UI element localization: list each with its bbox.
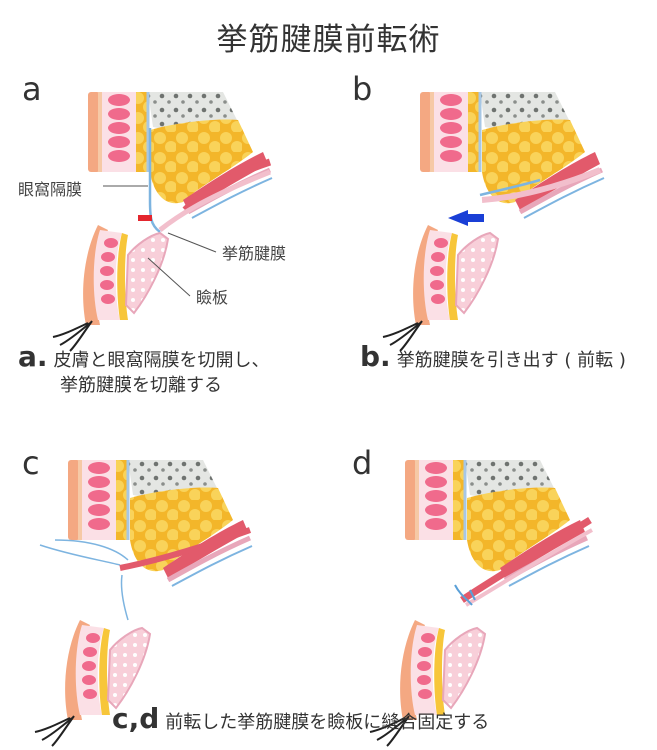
panel-b-illustration [382, 92, 604, 352]
caption-a-prefix: a. [18, 340, 48, 373]
panel-d-illustration [369, 460, 593, 747]
page-title: 挙筋腱膜前転術 [216, 22, 441, 58]
panel-label-d: d [352, 444, 373, 482]
caption-b: b.挙筋腱膜を引き出す ( 前転 ) [360, 343, 626, 373]
caption-a-line2: 挙筋腱膜を切離する [60, 375, 222, 396]
panel-label-b: b [352, 70, 373, 108]
pull-arrow-icon [448, 210, 484, 226]
caption-cd-prefix: c,d [112, 702, 160, 735]
annotation-tarsus: 瞼板 [196, 288, 229, 307]
caption-a-line1: 皮膚と眼窩隔膜を切開し、 [53, 350, 270, 371]
suture-mark [454, 584, 473, 606]
panel-label-a: a [22, 70, 42, 108]
incision-mark [138, 215, 152, 221]
panel-a-illustration [52, 92, 272, 352]
annotation-orbital-septum: 眼窩隔膜 [18, 180, 83, 199]
caption-b-text: 挙筋腱膜を引き出す ( 前転 ) [396, 350, 626, 371]
panel-c-illustration [34, 460, 252, 747]
caption-a: a.皮膚と眼窩隔膜を切開し、 挙筋腱膜を切離する [18, 343, 270, 398]
caption-b-prefix: b. [360, 340, 391, 373]
caption-cd-text: 前転した挙筋腱膜を瞼板に縫合固定する [165, 712, 490, 733]
annotation-levator-aponeurosis: 挙筋腱膜 [222, 244, 287, 263]
panel-label-c: c [22, 444, 40, 482]
